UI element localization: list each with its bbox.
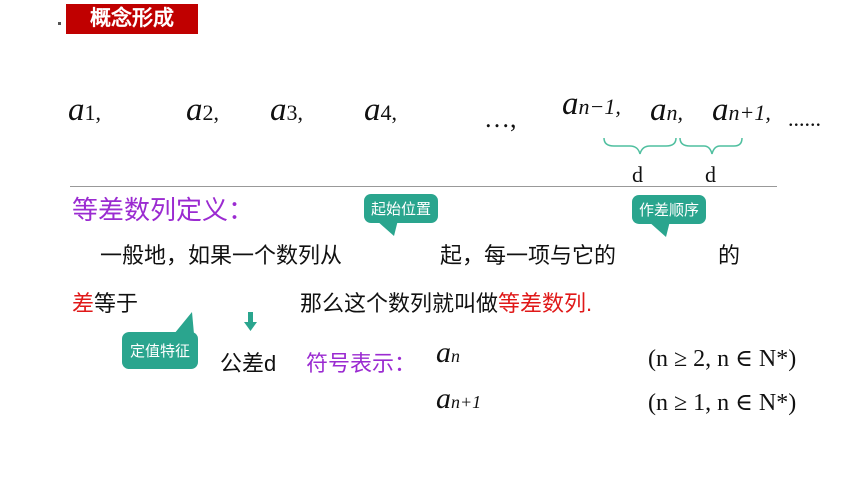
definition-line2-start: 差等于 <box>72 291 139 316</box>
definition-line1-a: 一般地，如果一个数列从 <box>100 243 343 268</box>
callout-pointer <box>376 220 398 236</box>
seq-term-2: a2, <box>186 92 219 128</box>
seq-ellipsis: …, <box>484 104 517 133</box>
notation-row1-condition: (n ≥ 2, n ∈ N*) <box>648 346 797 372</box>
notation-row2-term: an+1 <box>436 382 482 415</box>
notation-row2-condition: (n ≥ 1, n ∈ N*) <box>648 390 797 416</box>
seq-term-1: a1, <box>68 92 101 128</box>
difference-braces <box>603 137 743 155</box>
callout-pointer <box>174 312 194 334</box>
seq-term-n-plus-1: an+1, <box>712 92 771 128</box>
definition-line1-b: 起，每一项与它的 <box>440 243 617 268</box>
common-difference-label: 公差d <box>220 351 277 376</box>
notation-row1-term: an <box>436 336 460 369</box>
seq-term-n: an, <box>650 92 683 128</box>
callout-start-position: 起始位置 <box>364 194 439 223</box>
section-tag: 概念形成 <box>66 4 198 34</box>
definition-line1-c: 的 <box>718 243 741 268</box>
seq-term-n-minus-1: an−1, <box>562 86 621 122</box>
seq-term-3: a3, <box>270 92 303 128</box>
callout-pointer <box>648 221 670 237</box>
down-arrow-icon <box>244 312 257 331</box>
definition-line2-end: 那么这个数列就叫做等差数列. <box>300 291 593 316</box>
definition-title: 等差数列定义： <box>72 195 255 225</box>
difference-label-1: d <box>632 162 643 187</box>
divider <box>70 186 777 187</box>
callout-difference-order: 作差顺序 <box>632 195 707 224</box>
notation-label: 符号表示： <box>306 351 417 376</box>
seq-term-4: a4, <box>364 92 397 128</box>
seq-trailing-ellipsis: ...... <box>788 106 821 131</box>
tag-marker <box>58 22 61 25</box>
difference-label-2: d <box>705 162 716 187</box>
callout-constant-feature: 定值特征 <box>122 332 199 369</box>
